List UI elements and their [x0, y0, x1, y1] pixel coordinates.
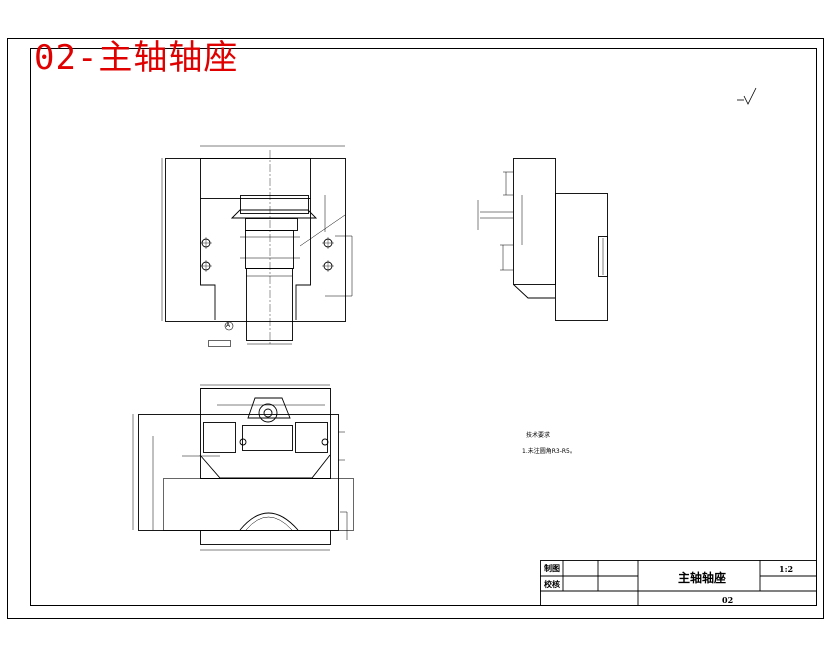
title-block-part-name: 主轴轴座: [678, 571, 727, 585]
front-view: [161, 145, 353, 347]
title-block-draw-label: 制图: [544, 563, 560, 573]
top-view: [132, 384, 354, 551]
title-block: [540, 560, 817, 606]
outer-frame: [7, 38, 824, 619]
title-block-check-label: 校核: [544, 579, 560, 589]
title-block-scale: 1:2: [779, 564, 794, 574]
roughness-symbol: [737, 87, 757, 105]
inner-frame: [30, 48, 817, 606]
technical-requirements-title: 技术要求: [526, 432, 551, 439]
side-view: [477, 158, 608, 321]
datum-label: A: [226, 322, 231, 329]
drawing-heading: 02-主轴轴座: [34, 38, 239, 78]
title-block-drawing-number: 02: [722, 595, 734, 605]
technical-requirements-line: 1.未注圆角R3-R5。: [522, 448, 576, 455]
